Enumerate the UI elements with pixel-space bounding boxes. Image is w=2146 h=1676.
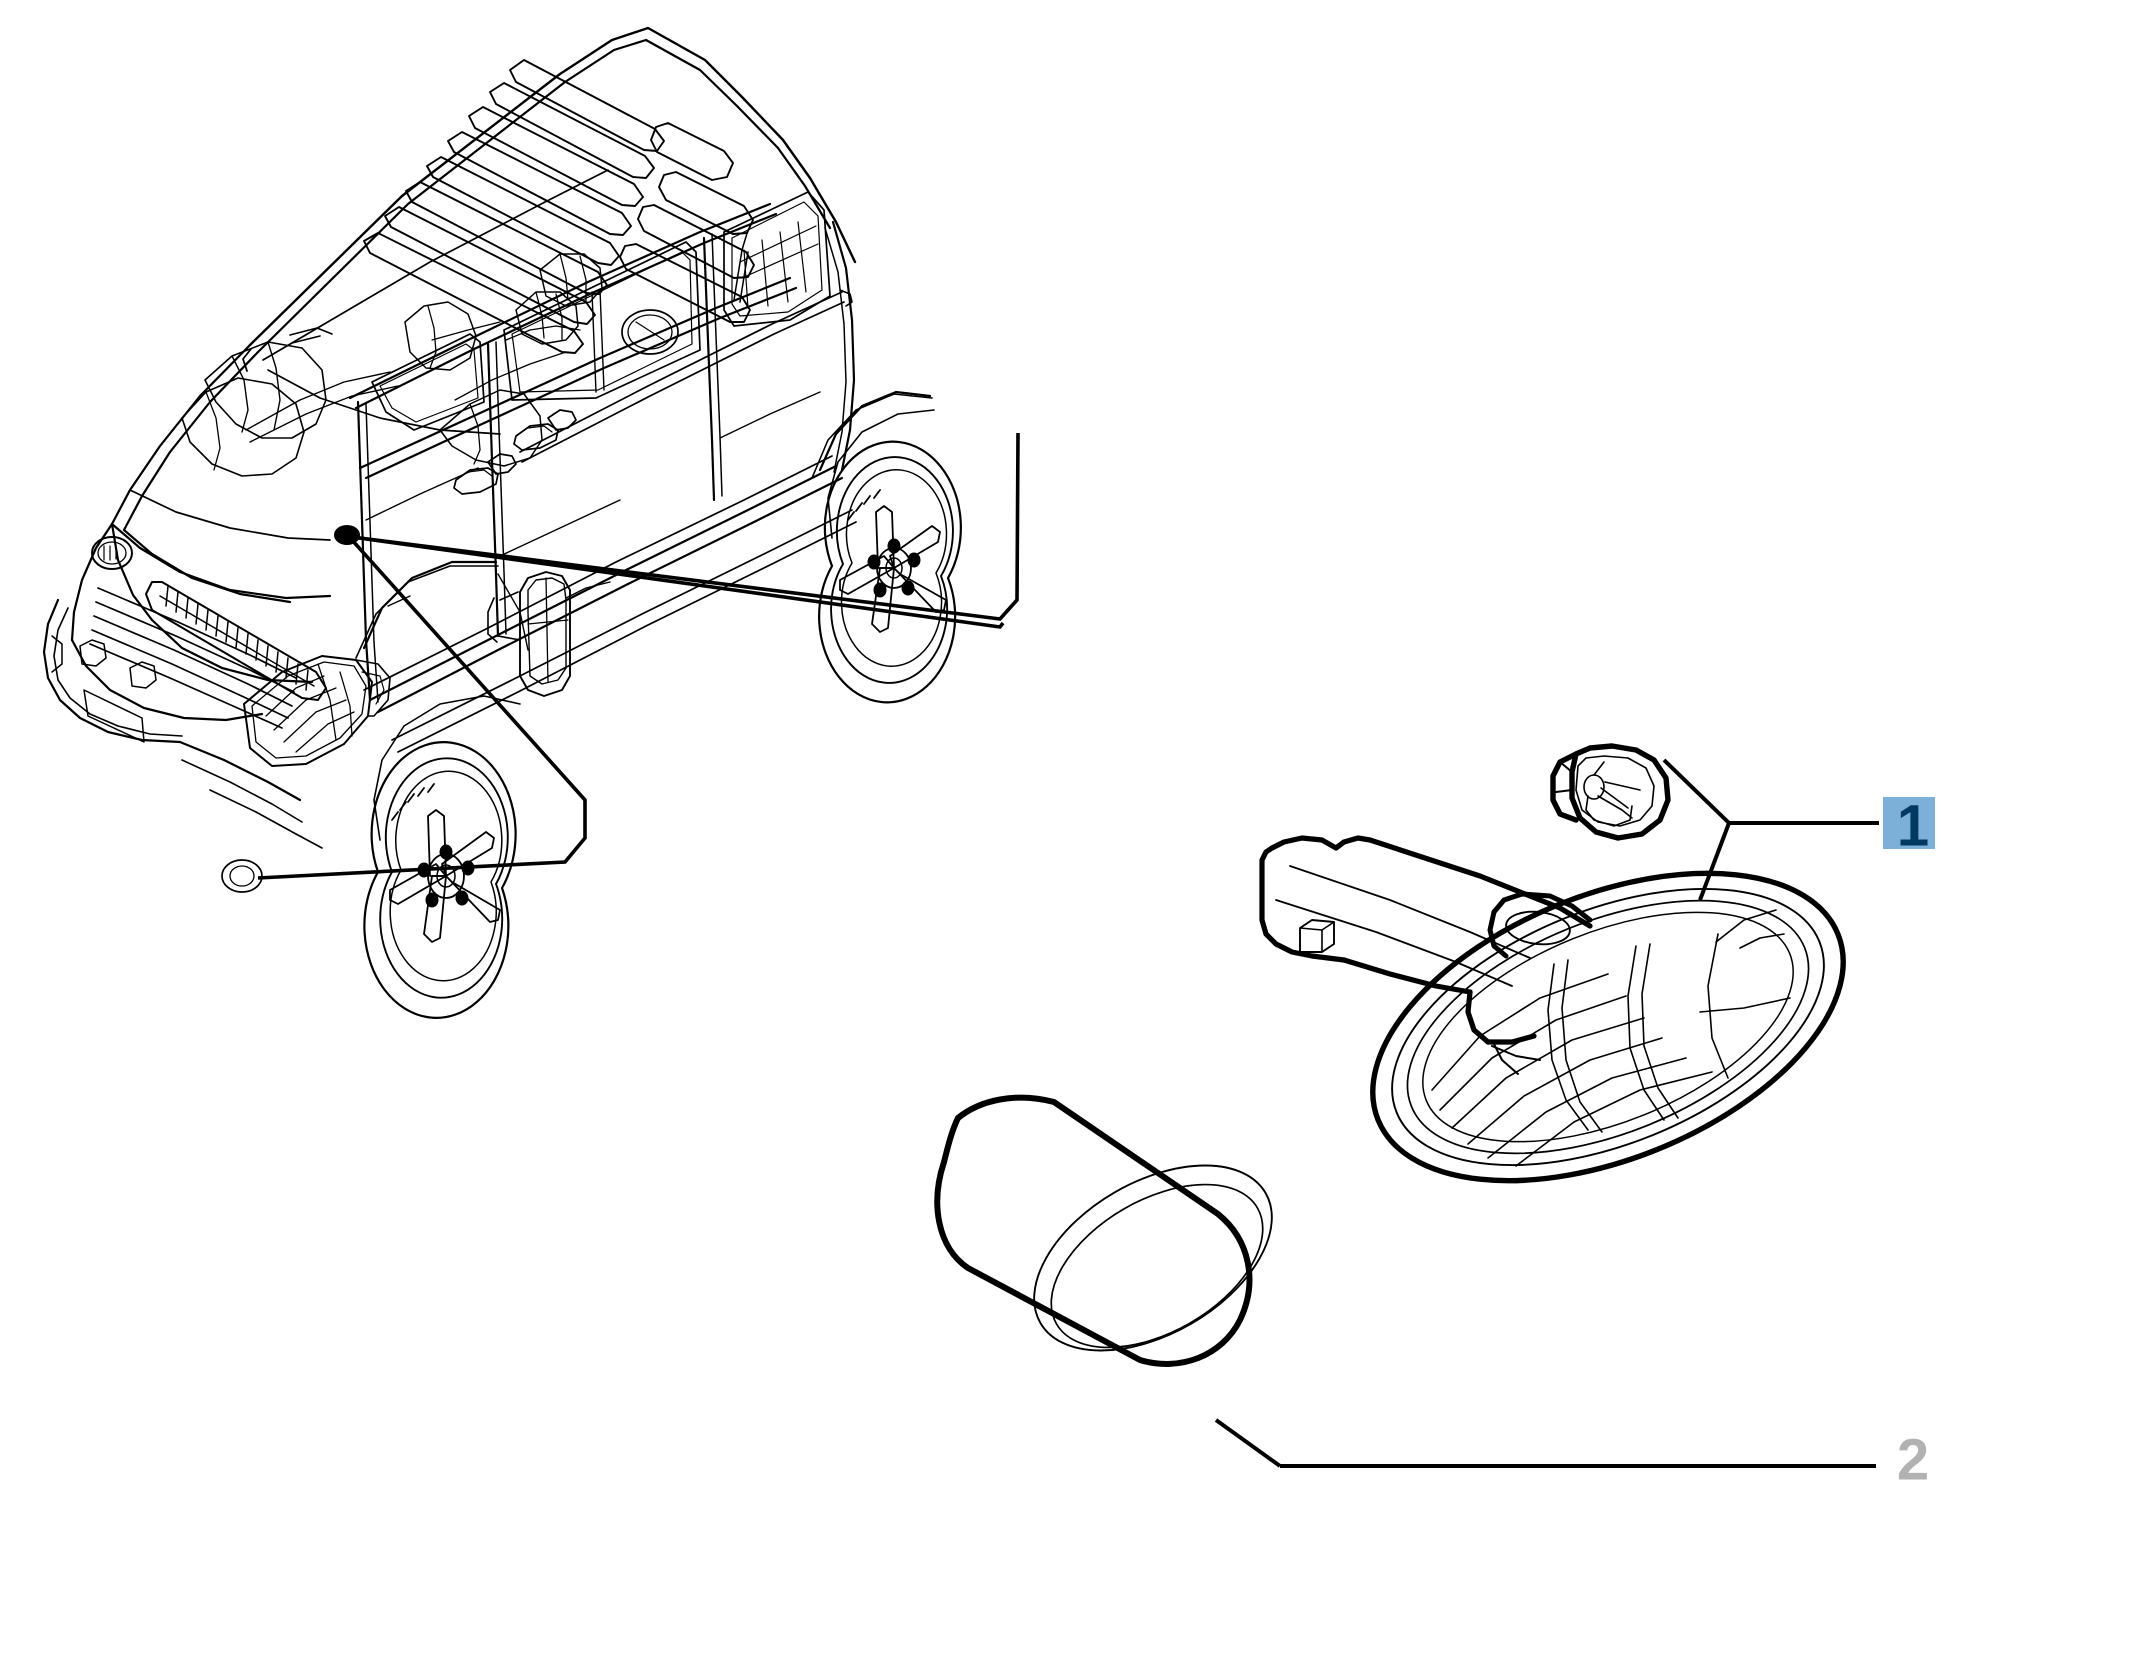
- callout-2-label: 2: [1897, 1428, 1929, 1493]
- part-rubber-grommet: [934, 1094, 1273, 1367]
- callout-2[interactable]: 2: [1897, 1428, 1929, 1493]
- body-detail-lines: [365, 391, 821, 651]
- grommet-sleeve-body: [934, 1094, 1253, 1367]
- callout-1-label: 1: [1897, 794, 1929, 859]
- leader-line-lower: [257, 538, 587, 880]
- leader-line-upper: [351, 432, 1020, 621]
- rear-wheel-spokes: [839, 505, 947, 633]
- callout-1-box: [1883, 797, 1935, 849]
- grommet-opening-inner: [1050, 1183, 1264, 1349]
- headlight-assembly: [243, 655, 391, 767]
- roof-rib-panels: [363, 59, 755, 354]
- lamp-lens: [1370, 870, 1846, 1184]
- lens-facets: [1431, 909, 1791, 1167]
- manufacturer-badge: [91, 536, 133, 570]
- vehicle-roof: [242, 26, 857, 372]
- leader-lines: [257, 432, 1879, 1468]
- front-grille-slats: [89, 587, 297, 729]
- part-side-repeater-lamp: [1259, 743, 1846, 1184]
- callout-1[interactable]: 1: [1883, 794, 1935, 859]
- rear-wheel: [818, 409, 962, 704]
- rear-wheel-hub: [867, 538, 921, 598]
- windshield-and-cabin: [110, 169, 609, 622]
- vehicle-illustration: [42, 26, 962, 1019]
- side-windows: [371, 191, 831, 431]
- side-mirror: [487, 571, 611, 697]
- bulb: [1550, 743, 1671, 841]
- grommet-opening-outer: [1033, 1164, 1273, 1352]
